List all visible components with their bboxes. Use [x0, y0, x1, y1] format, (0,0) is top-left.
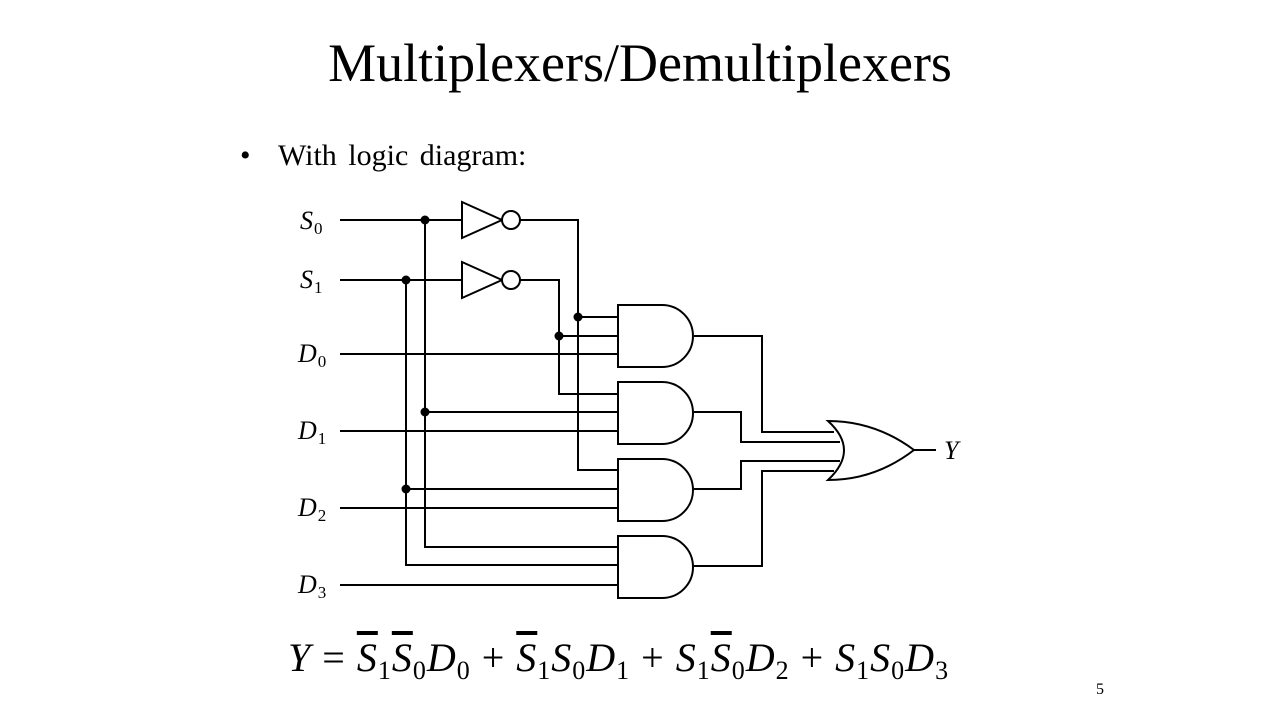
slide-title: Multiplexers/Demultiplexers — [328, 33, 952, 93]
equation-factor: S1 — [516, 635, 551, 685]
equation-variable: D — [905, 635, 936, 680]
and-gate-1 — [617, 304, 694, 368]
not-gate-body — [461, 260, 505, 300]
wire-group — [340, 219, 936, 586]
wire-and1-out — [694, 335, 834, 433]
equation-equals: = — [311, 635, 357, 680]
label-d2: D2 — [297, 493, 326, 525]
junction-dot — [401, 484, 411, 494]
equation-variable: S — [516, 635, 538, 680]
equation-factor: S0 — [391, 635, 427, 685]
equation-variable: S — [870, 635, 892, 680]
bullet-marker: • — [240, 139, 251, 172]
wire-s0-tap — [424, 220, 618, 548]
and-gate-4 — [617, 535, 694, 599]
equation-subscript: 1 — [616, 656, 631, 685]
label-d1: D1 — [297, 416, 326, 448]
equation-term: S1S0D0 — [356, 635, 471, 685]
input-labels: S0 S1 D0 D1 D2 D3 Y — [297, 206, 961, 602]
label-d0: D0 — [297, 339, 326, 371]
and-gate-3 — [617, 458, 694, 522]
equation-subscript: 0 — [891, 656, 906, 685]
equation-factor: D2 — [745, 635, 790, 685]
junction-dot — [420, 215, 430, 225]
equation-plus: + — [470, 635, 517, 680]
equation-subscript: 2 — [775, 656, 790, 685]
not-gate-s1 — [461, 260, 521, 300]
equation-variable: S — [391, 635, 413, 680]
not-gate-s0 — [461, 200, 521, 240]
equation-variable: S — [675, 635, 697, 680]
wire-and2-out — [694, 411, 840, 443]
equation-term: S1S0D1 — [516, 635, 630, 685]
equation-variable: S — [356, 635, 378, 680]
equation-factor: S0 — [870, 635, 905, 685]
equation-factor: S1 — [835, 635, 870, 685]
equation-subscript: 1 — [856, 656, 871, 685]
equation-subscript: 0 — [731, 656, 746, 685]
wire-and3-out — [694, 460, 840, 490]
equation-subscript: 1 — [377, 656, 392, 685]
equation-factor: D0 — [426, 635, 471, 685]
equation-plus: + — [630, 635, 676, 680]
equation-subscript: 1 — [696, 656, 711, 685]
equation-term: S1S0D3 — [835, 635, 949, 685]
wire-and4-out — [694, 470, 834, 567]
equation-variable: S — [551, 635, 573, 680]
not-gate-body — [461, 200, 505, 240]
equation-subscript: 1 — [537, 656, 552, 685]
output-equation: Y = S1S0D0 + S1S0D1 + S1S0D2 + S1S0D3 — [288, 628, 948, 688]
equation-terms: S1S0D0 + S1S0D1 + S1S0D2 + S1S0D3 — [356, 635, 949, 685]
equation-factor: D1 — [586, 635, 630, 685]
wire-s1-tap — [405, 280, 618, 566]
equation-factor: S0 — [710, 635, 746, 685]
junction-dot — [401, 275, 411, 285]
equation-factor: S0 — [551, 635, 586, 685]
equation-term: S1S0D2 — [675, 635, 790, 685]
equation-plus: + — [789, 635, 836, 680]
equation-subscript: 0 — [456, 656, 471, 685]
label-y: Y — [944, 436, 961, 465]
junction-dot — [554, 331, 564, 341]
label-s1: S1 — [300, 265, 323, 297]
not-gate-bubble — [501, 270, 521, 290]
label-d3: D3 — [297, 570, 326, 602]
equation-variable: D — [426, 635, 457, 680]
equation-variable: S — [835, 635, 857, 680]
bullet-text: With logic diagram: — [278, 139, 527, 172]
equation-factor: S1 — [356, 635, 392, 685]
equation-variable: S — [710, 635, 732, 680]
equation-factor: S1 — [675, 635, 711, 685]
junction-dot — [573, 312, 583, 322]
equation-variable: D — [745, 635, 776, 680]
wire-nots0 — [520, 219, 618, 471]
equation-variable: D — [586, 635, 617, 680]
equation-subscript: 3 — [935, 656, 950, 685]
not-gate-bubble — [501, 210, 521, 230]
label-s0: S0 — [300, 206, 323, 238]
equation-factor: D3 — [905, 635, 949, 685]
junction-dot — [420, 407, 430, 417]
or-gate — [825, 419, 916, 482]
bullet-item: • With logic diagram: — [240, 134, 526, 178]
equation-lhs: Y — [288, 635, 312, 680]
junction-dots — [401, 215, 583, 494]
and-gate-2 — [617, 381, 694, 445]
equation-subscript: 0 — [412, 656, 427, 685]
page-number: 5 — [1096, 681, 1104, 698]
equation-subscript: 0 — [572, 656, 587, 685]
